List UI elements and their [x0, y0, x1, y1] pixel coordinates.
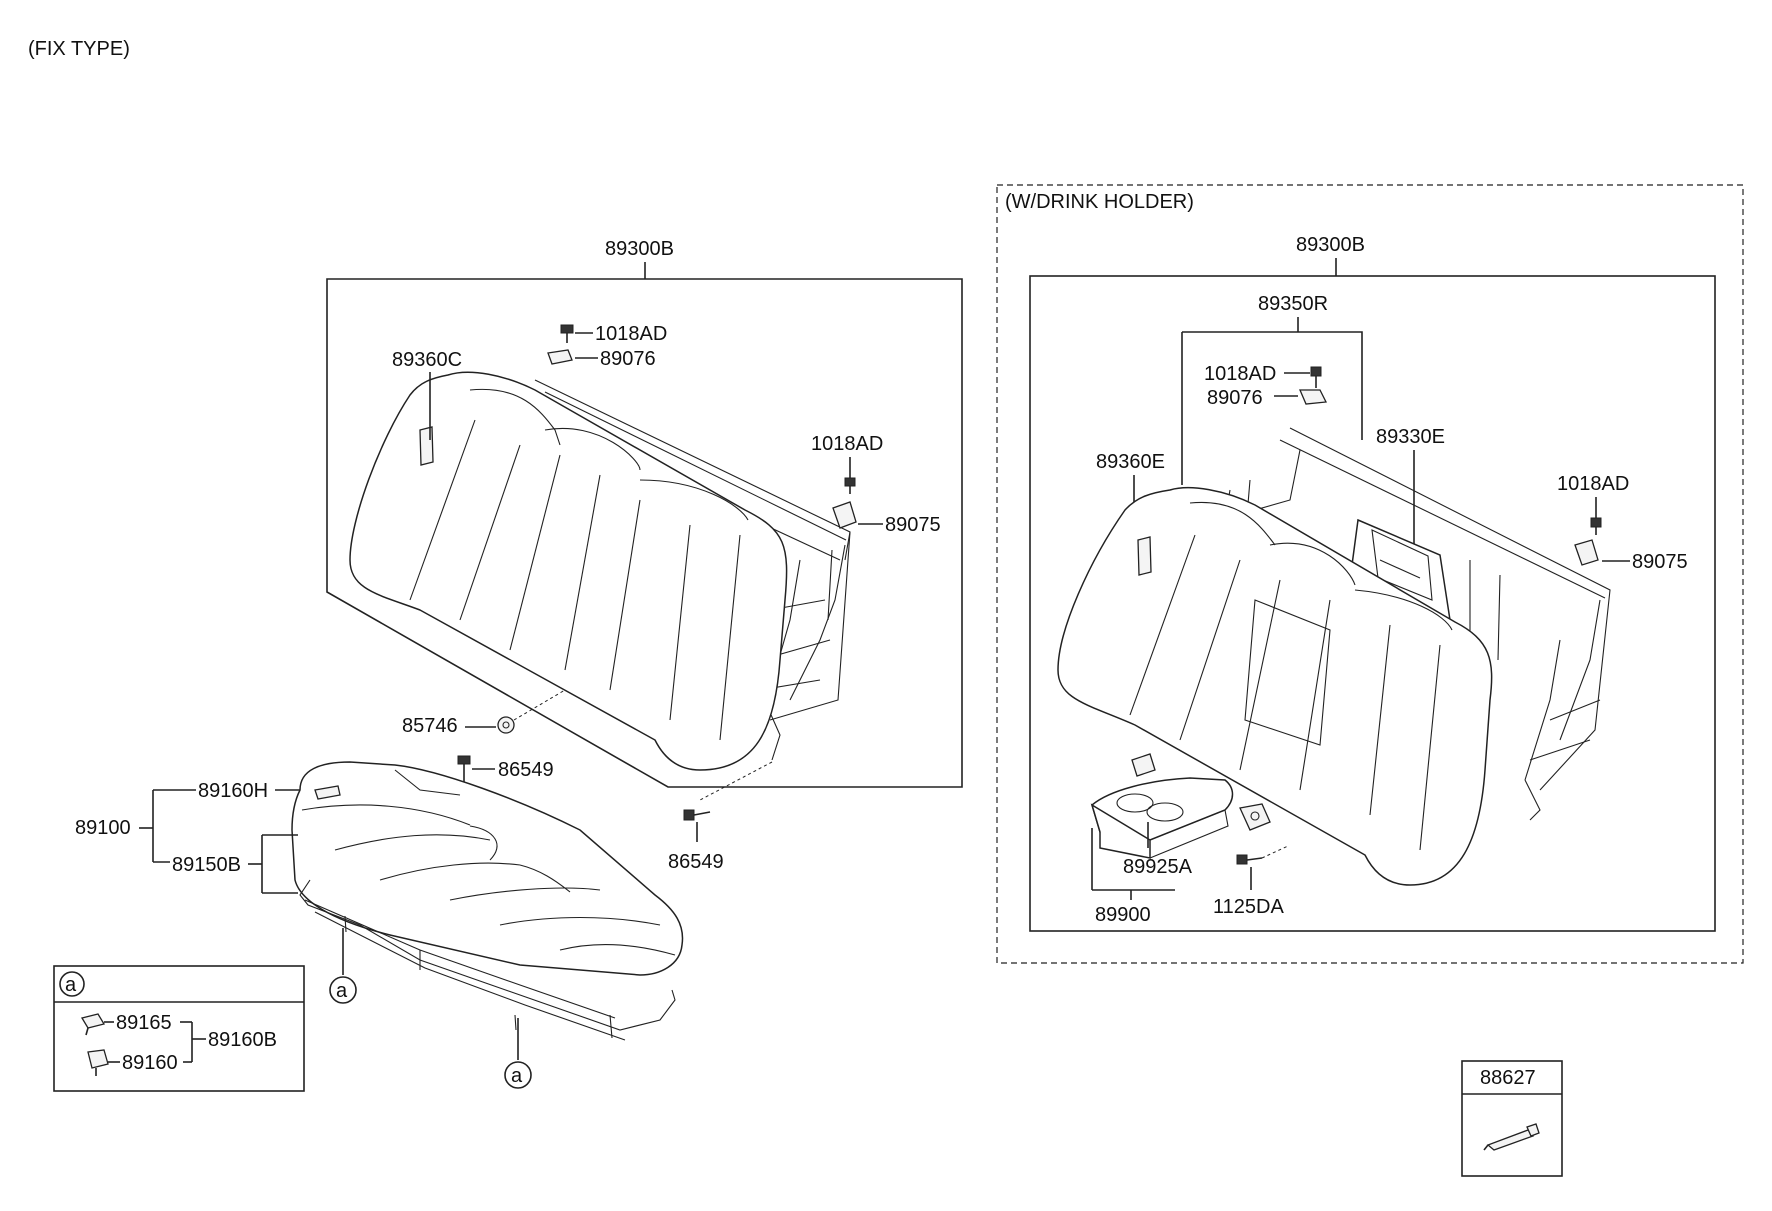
legend-callout-circle: [59, 971, 85, 997]
legend-label-89165: 89165: [116, 1012, 172, 1034]
label-86549-frame: 86549: [668, 851, 724, 873]
clip-icon-89165: [80, 1013, 106, 1036]
back-assembly-bracket-left: [326, 278, 963, 788]
right-seat-group: (W/DRINK HOLDER) 89300B 89350R 1018AD 89…: [996, 184, 1744, 964]
label-88627: 88627: [1480, 1067, 1536, 1089]
label-89360C: 89360C: [392, 349, 462, 371]
seat-back-pad-right: [1057, 487, 1493, 886]
label-1018AD-side-left: 1018AD: [811, 433, 883, 455]
label-89925A: 89925A: [1123, 856, 1193, 878]
label-89330E: 89330E: [1376, 426, 1445, 448]
label-89075-right: 89075: [1632, 551, 1688, 573]
callout-a-lower-text: a: [511, 1065, 523, 1087]
label-89076-left: 89076: [600, 348, 656, 370]
legend-header: a: [65, 974, 77, 996]
label-85746: 85746: [402, 715, 458, 737]
label-89300B-right: 89300B: [1296, 234, 1365, 256]
label-1018AD-top-right: 1018AD: [1204, 363, 1276, 385]
fix-type-label: (FIX TYPE): [28, 38, 130, 60]
seat-cushion-left: [291, 761, 684, 1041]
hinge-icon-89076-right: [1299, 389, 1328, 405]
bolt-icon-1018AD-top-left: [560, 324, 574, 343]
label-89160H: 89160H: [198, 780, 268, 802]
tag-box-88627: 88627: [1461, 1060, 1563, 1177]
armrest-drink-holder: [1090, 753, 1234, 859]
hinge-icon-89076-left: [547, 349, 573, 365]
callout-a-cushion-upper: [329, 976, 357, 1004]
hinge-icon-89075-right: [1574, 539, 1599, 566]
label-89076-right: 89076: [1207, 387, 1263, 409]
label-1018AD-top-left: 1018AD: [595, 323, 667, 345]
label-86549-cushion: 86549: [498, 759, 554, 781]
tie-tag-icon: [1483, 1123, 1540, 1151]
left-seat-group: 89300B: [75, 238, 963, 1089]
drink-holder-dashed-border: [996, 184, 1744, 964]
legend-box-a: a 89165 89160 89160B: [53, 965, 305, 1092]
label-89350R: 89350R: [1258, 293, 1328, 315]
label-1125DA: 1125DA: [1213, 896, 1284, 918]
legend-label-89160: 89160: [122, 1052, 178, 1074]
label-1018AD-side-right: 1018AD: [1557, 473, 1629, 495]
armrest-bracket-89925A: [1239, 803, 1271, 831]
seat-back-pad-left: [349, 371, 788, 771]
hinge-icon-89075-left: [832, 501, 857, 529]
label-89300B-left: 89300B: [605, 238, 674, 260]
bolt-icon-1018AD-top-right: [1310, 366, 1322, 388]
drink-holder-label: (W/DRINK HOLDER): [1005, 191, 1194, 213]
bolt-icon-1018AD-side-left: [844, 457, 856, 494]
callout-a-cushion-lower: [504, 1061, 532, 1089]
callout-a-upper-text: a: [336, 980, 348, 1002]
grommet-icon-85746: [497, 716, 515, 734]
bolt-icon-1018AD-side-right: [1590, 497, 1602, 535]
back-assembly-bracket-right: [1029, 275, 1716, 932]
bolt-icon-86549-frame: [683, 809, 711, 821]
legend-label-89160B: 89160B: [208, 1029, 277, 1051]
label-89075-left: 89075: [885, 514, 941, 536]
bolt-icon-1125DA: [1236, 854, 1263, 865]
label-89900: 89900: [1095, 904, 1151, 926]
label-89360E: 89360E: [1096, 451, 1165, 473]
label-89150B: 89150B: [172, 854, 241, 876]
bolt-icon-86549-cushion: [457, 755, 471, 784]
label-89100: 89100: [75, 817, 131, 839]
fastener-icon-89160: [87, 1049, 109, 1076]
